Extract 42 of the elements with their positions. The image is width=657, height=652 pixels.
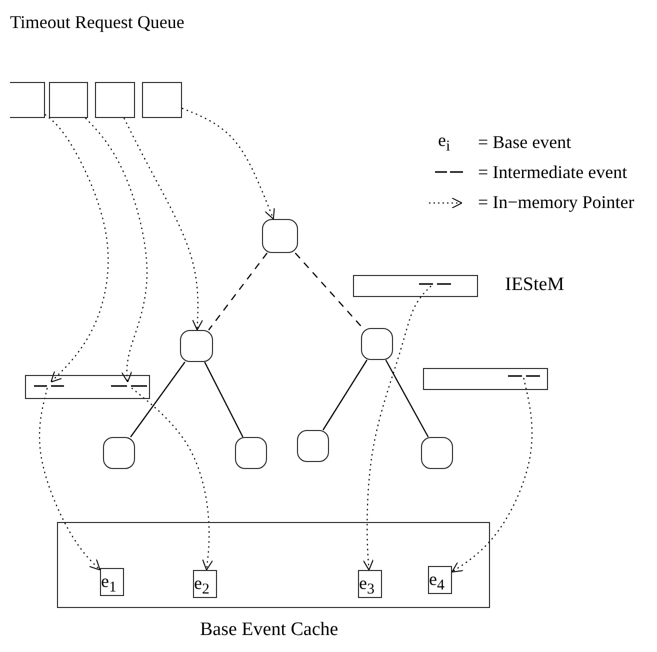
tree-link — [208, 252, 268, 330]
legend-text: = Base event — [478, 132, 572, 152]
legend-text: = In−memory Pointer — [478, 192, 634, 212]
queue-slot — [49, 82, 88, 118]
event-label: e$_{3}$ — [359, 573, 374, 600]
iestem-entry-box — [353, 275, 478, 297]
tree-node — [262, 219, 298, 253]
event-label: e$_{4}$ — [429, 569, 444, 596]
iestem-entry-box — [423, 368, 548, 390]
pointer-arrow — [44, 114, 109, 382]
cache-heading: Base Event Cache — [200, 620, 338, 640]
intermediate-event-mark — [419, 281, 451, 287]
tree-node — [297, 430, 329, 462]
tree-node — [235, 437, 267, 469]
pointer-arrow — [452, 378, 533, 572]
iestem-label: IESteM — [505, 275, 564, 295]
pointer-arrow — [124, 118, 204, 330]
intermediate-event-mark — [508, 373, 540, 379]
queue-title: Timeout Request Queue — [10, 12, 184, 32]
tree-link — [130, 362, 186, 438]
tree-link — [385, 360, 429, 438]
pointer-arrow — [39, 388, 100, 570]
tree-node — [361, 328, 393, 360]
pointer-arrow — [182, 108, 275, 220]
event-label: e$_{2}$ — [194, 573, 210, 600]
legend-text: = Intermediate event — [478, 162, 628, 182]
queue-slot — [142, 82, 182, 118]
legend-symbol: e$_{i}$ — [438, 130, 450, 157]
tree-node — [180, 330, 213, 362]
intermediate-event-mark — [111, 383, 147, 389]
pointer-arrow — [85, 118, 148, 382]
queue-slot — [95, 82, 135, 118]
pointer-arrow — [131, 388, 214, 570]
intermediate-event-mark — [34, 383, 64, 389]
tree-link — [322, 360, 368, 430]
tree-link — [204, 362, 244, 438]
tree-node — [103, 437, 135, 469]
queue-slot — [10, 82, 45, 118]
tree-node — [421, 437, 453, 469]
tree-link — [294, 252, 364, 328]
event-label: e$_{1}$ — [101, 571, 116, 598]
iestem-entry-box — [25, 375, 150, 399]
